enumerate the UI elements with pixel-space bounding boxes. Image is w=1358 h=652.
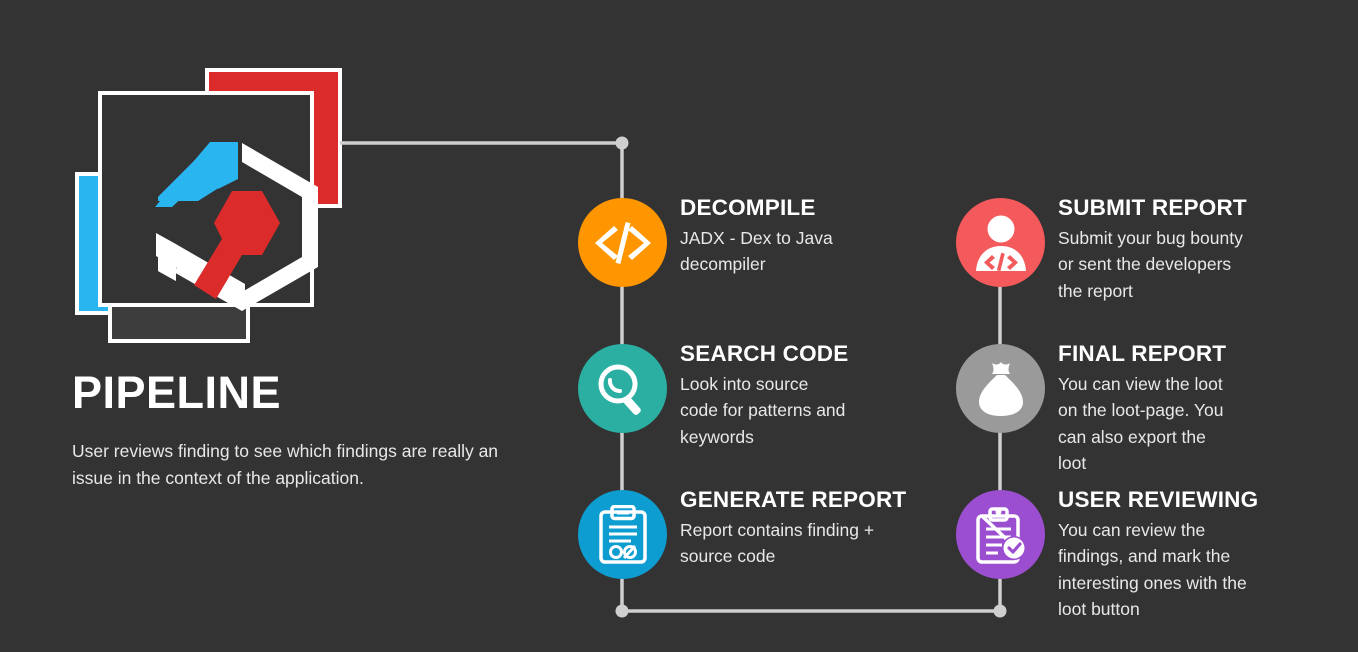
logo-card-stack [70, 68, 360, 343]
step-icon-generate-report [578, 490, 667, 579]
pipeline-step-search-code[interactable]: SEARCH CODE Look into source code for pa… [578, 341, 849, 456]
step-title: SUBMIT REPORT [1058, 195, 1247, 220]
page-description: User reviews finding to see which findin… [72, 441, 499, 488]
step-title: GENERATE REPORT [680, 487, 907, 512]
step-description: You can view the loot on the loot-page. … [1058, 374, 1224, 473]
user-developer-icon [975, 215, 1026, 271]
magnifying-glass-icon [598, 364, 641, 415]
step-icon-submit-report [956, 198, 1045, 287]
clipboard-report-icon [598, 504, 647, 564]
money-bag-icon [978, 361, 1023, 416]
step-description: You can review the findings, and mark th… [1058, 520, 1247, 619]
step-description: Look into source code for patterns and k… [680, 374, 846, 447]
connector-node-top [615, 136, 629, 150]
clipboard-check-icon [975, 506, 1026, 564]
pipeline-step-final-report[interactable]: FINAL REPORT You can view the loot on th… [956, 341, 1228, 473]
pipeline-step-generate-report[interactable]: GENERATE REPORT Report contains finding … [578, 487, 906, 602]
step-icon-search-code [578, 344, 667, 433]
step-description: Submit your bug bounty or sent the devel… [1058, 228, 1243, 301]
step-title: FINAL REPORT [1058, 341, 1227, 366]
connector-node-bottom-left [615, 604, 629, 618]
code-brackets-icon [594, 221, 651, 264]
logo-card-main [98, 91, 318, 311]
step-icon-final-report [956, 344, 1045, 433]
pipeline-hexagon-logo-icon [155, 142, 318, 311]
step-title: SEARCH CODE [680, 341, 849, 366]
connector-node-bottom-right [993, 604, 1007, 618]
pipeline-step-user-reviewing[interactable]: USER REVIEWING You can review the findin… [956, 487, 1258, 619]
step-description: Report contains finding + source code [680, 520, 875, 567]
step-icon-decompile [578, 198, 667, 287]
page-title: PIPELINE [72, 367, 282, 418]
pipeline-step-submit-report[interactable]: SUBMIT REPORT Submit your bug bounty or … [956, 195, 1247, 310]
step-description: JADX - Dex to Java decompiler [680, 228, 833, 275]
step-title: USER REVIEWING [1058, 487, 1259, 512]
step-title: DECOMPILE [680, 195, 816, 220]
pipeline-step-decompile[interactable]: DECOMPILE JADX - Dex to Java decompiler [578, 195, 848, 310]
step-icon-user-reviewing [956, 490, 1045, 579]
